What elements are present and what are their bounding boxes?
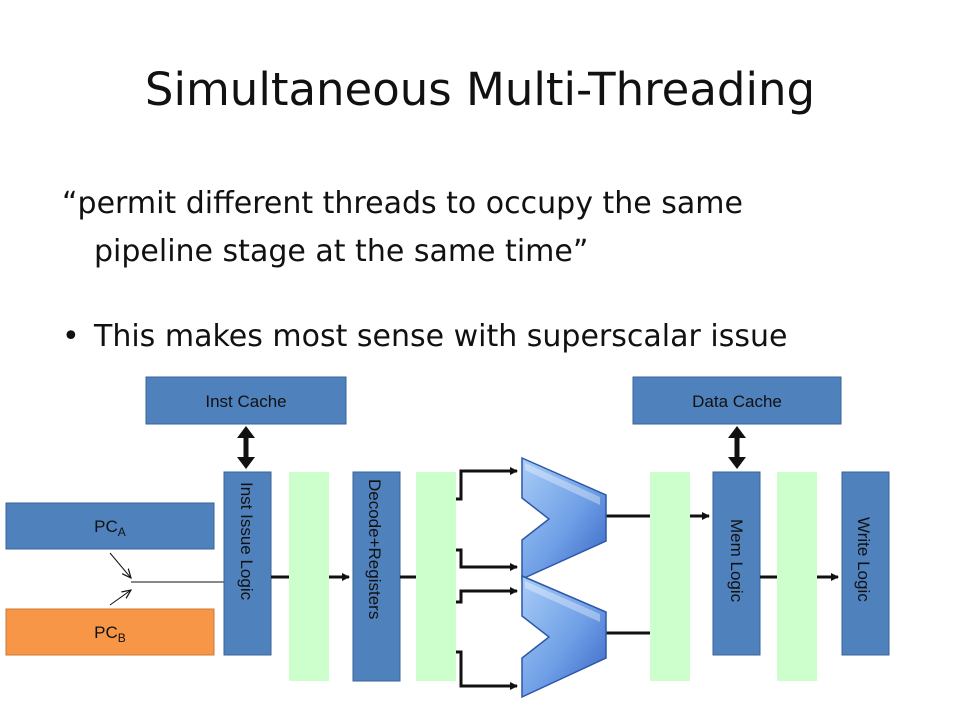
pc-b-subscript: B bbox=[118, 631, 126, 645]
pc-a-label: PC bbox=[94, 517, 118, 536]
write-logic-box: Write Logic bbox=[841, 471, 890, 656]
bullet-text: This makes most sense with superscalar i… bbox=[94, 319, 788, 354]
pc-b-box: PCB bbox=[5, 608, 215, 656]
mem-logic-label: Mem Logic bbox=[727, 519, 746, 603]
bullet-marker: • bbox=[62, 319, 80, 354]
pipeline-latch-3 bbox=[650, 472, 690, 681]
slide-title: Simultaneous Multi-Threading bbox=[144, 63, 816, 116]
pipeline-latch-1 bbox=[289, 472, 329, 681]
pc-connectors bbox=[109, 552, 224, 606]
inst-cache-double-arrow bbox=[237, 426, 255, 469]
quote-text: “permit different threads to occupy the … bbox=[62, 180, 882, 276]
mem-logic-box: Mem Logic bbox=[712, 471, 761, 656]
pipeline-latch-2 bbox=[416, 472, 456, 681]
bullet-item: • This makes most sense with superscalar … bbox=[62, 313, 922, 361]
alu-1-icon bbox=[521, 456, 607, 581]
svg-text:PCA: PCA bbox=[94, 517, 126, 539]
data-cache-label: Data Cache bbox=[692, 392, 782, 411]
inst-cache-box: Inst Cache bbox=[145, 376, 347, 425]
inst-issue-logic-box: Inst Issue Logic bbox=[223, 471, 272, 656]
quote-line-1: “permit different threads to occupy the … bbox=[62, 186, 743, 221]
decode-registers-label: Decode+Registers bbox=[365, 479, 384, 619]
operand-buses bbox=[456, 467, 518, 690]
svg-text:PCB: PCB bbox=[94, 623, 126, 645]
data-cache-box: Data Cache bbox=[632, 376, 842, 425]
pc-a-box: PCA bbox=[5, 502, 215, 550]
pc-b-label: PC bbox=[94, 623, 118, 642]
pc-a-subscript: A bbox=[118, 525, 126, 539]
pipeline-latch-4 bbox=[777, 472, 817, 681]
alu-2-icon bbox=[521, 574, 607, 699]
inst-issue-logic-label: Inst Issue Logic bbox=[237, 482, 256, 601]
thick-connectors bbox=[271, 512, 839, 635]
decode-registers-box: Decode+Registers bbox=[352, 471, 401, 682]
write-logic-label: Write Logic bbox=[854, 517, 873, 602]
data-cache-double-arrow bbox=[728, 426, 746, 469]
inst-cache-label: Inst Cache bbox=[205, 392, 286, 411]
quote-line-2: pipeline stage at the same time” bbox=[94, 234, 589, 269]
